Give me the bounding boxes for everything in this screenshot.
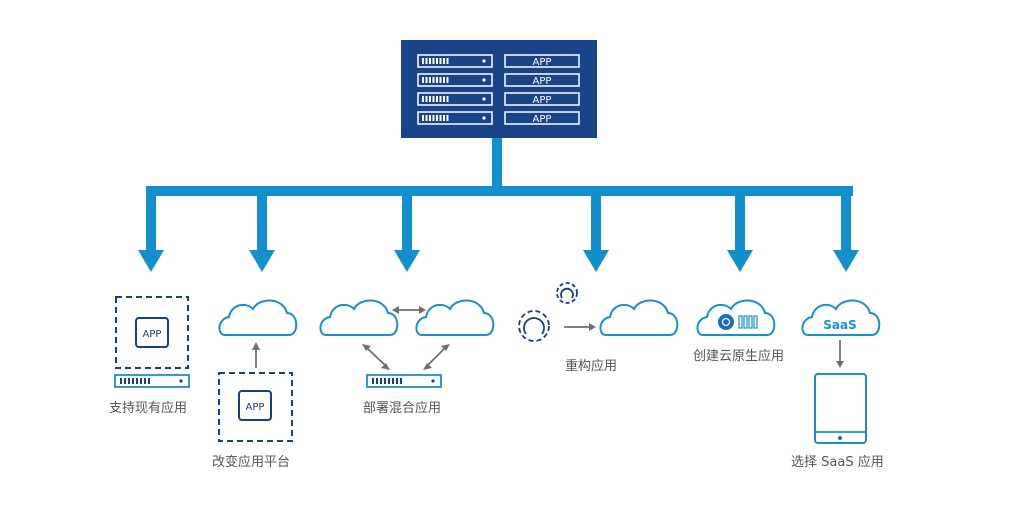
server-icon (366, 374, 442, 388)
up-arrow-icon (252, 342, 260, 368)
label-cloud-native: 创建云原生应用 (693, 349, 785, 364)
down-arrow-icon (836, 340, 844, 368)
server-row: APP (417, 111, 580, 125)
server-row: APP (417, 54, 580, 68)
cloud-icon (218, 299, 298, 336)
container-icon (738, 315, 758, 329)
app-slot-label: APP (533, 114, 552, 125)
branch-hybrid (319, 299, 495, 388)
gear-icon-small (556, 282, 578, 304)
tablet-icon (814, 373, 867, 444)
app-slot (504, 54, 580, 68)
server-rack-icon (417, 111, 493, 125)
label-refactor: 重构应用 (565, 359, 618, 374)
branch-connectors (138, 138, 859, 272)
branch-cloud-native (696, 299, 776, 336)
branch-refactor (518, 282, 679, 342)
server-row: APP (417, 92, 580, 106)
server-panel-background (401, 40, 597, 138)
label-hybrid: 部署混合应用 (363, 401, 442, 416)
branch-arrow-support-existing (138, 190, 164, 272)
app-box-icon (238, 390, 272, 421)
app-slot-label: APP (533, 76, 552, 87)
label-saas: 选择 SaaS 应用 (791, 455, 884, 470)
bidirectional-arrows (362, 306, 450, 370)
cloud-icon (696, 299, 776, 336)
branch-arrow-saas (833, 190, 859, 272)
server-rack-icon (417, 54, 493, 68)
label-support-existing: 支持现有应用 (109, 401, 188, 416)
app-box-icon (135, 317, 169, 348)
app-slot-label: APP (533, 57, 552, 68)
kubernetes-icon (718, 314, 734, 330)
server-rack-icon (417, 92, 493, 106)
app-slot (504, 111, 580, 125)
branch-arrow-cloud-native (727, 190, 753, 272)
cloud-icon-left (319, 299, 399, 336)
server-row: APP (417, 73, 580, 87)
branch-replatform: APP (218, 299, 298, 442)
app-slot (504, 73, 580, 87)
cloud-icon (599, 299, 679, 336)
server-icon (114, 374, 190, 388)
dashed-container (115, 296, 189, 369)
branch-support-existing: APP (114, 296, 190, 388)
cloud-icon-right (415, 299, 495, 336)
app-box-label: APP (143, 329, 162, 340)
saas-cloud-text: SaaS (823, 318, 856, 332)
top-server-panel: APP APP APP APP (401, 40, 597, 138)
branch-saas: SaaS (801, 299, 881, 444)
branch-arrow-hybrid (394, 190, 420, 272)
app-slot (504, 92, 580, 106)
branch-arrow-refactor (583, 190, 609, 272)
app-box-label: APP (246, 402, 265, 413)
branch-arrow-replatform (249, 190, 275, 272)
app-slot-label: APP (533, 95, 552, 106)
label-replatform: 改变应用平台 (212, 455, 291, 470)
gear-icon-large (518, 310, 550, 342)
right-arrow-icon (564, 323, 596, 331)
horizontal-bus (146, 186, 853, 196)
server-rack-icon (417, 73, 493, 87)
trunk-line (492, 138, 502, 188)
